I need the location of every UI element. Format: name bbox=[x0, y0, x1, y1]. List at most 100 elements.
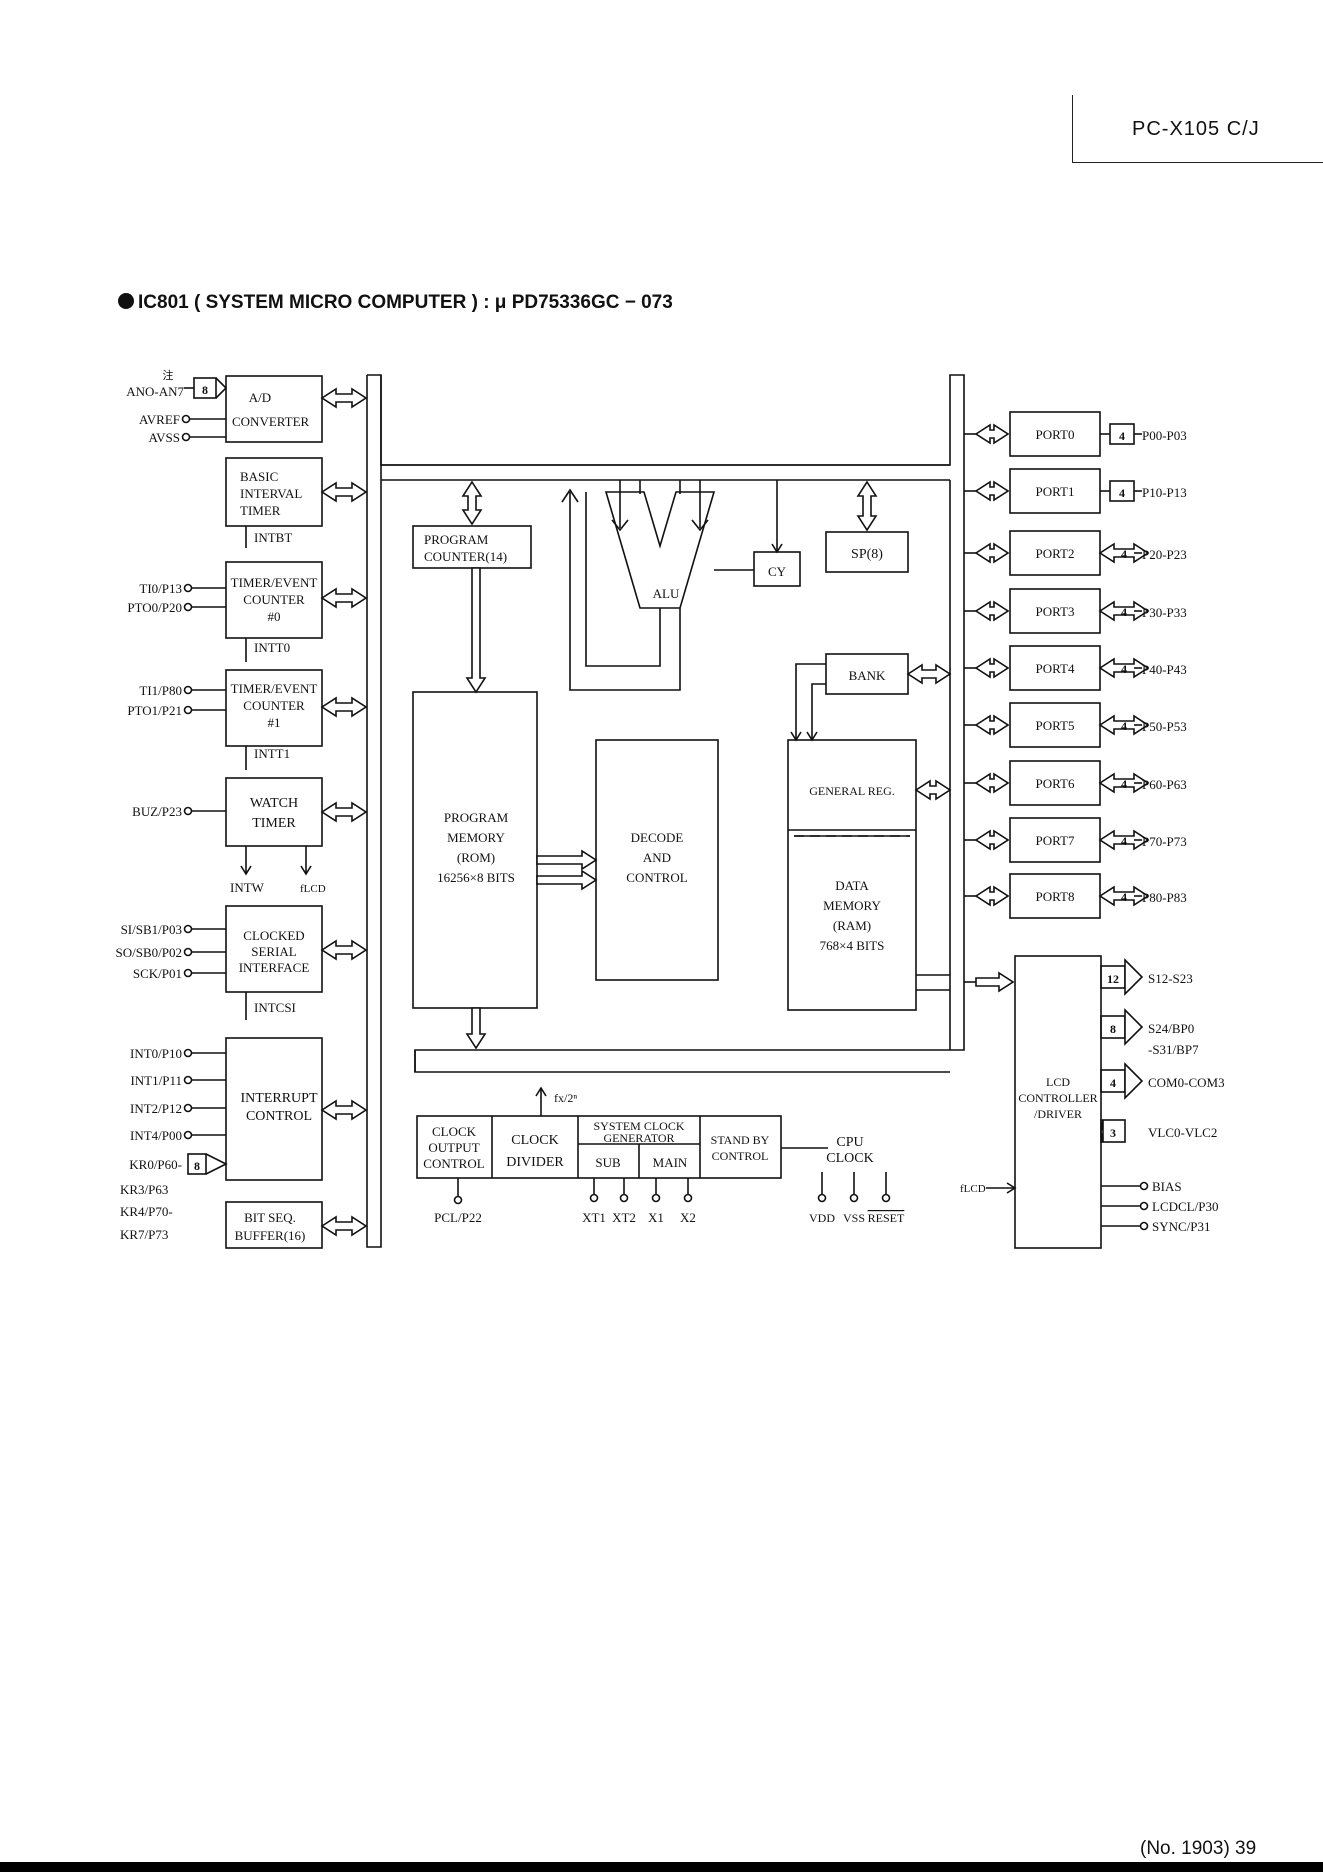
pin-kr3: KR3/P63 bbox=[120, 1182, 168, 1197]
diagram-label: CONTROL bbox=[423, 1156, 484, 1171]
timer-event-counter-1-block bbox=[225, 669, 323, 747]
diagram-label: PROGRAM bbox=[424, 532, 489, 547]
pin-sck-terminal bbox=[183, 968, 193, 978]
diagram-label: CPU bbox=[836, 1135, 863, 1150]
port-pins-2: P20-P23 bbox=[1142, 547, 1187, 562]
lcd-output-arrow bbox=[1124, 1062, 1144, 1100]
diagram-label: OUTPUT bbox=[428, 1140, 479, 1155]
diagram-label: 768×4 BITS bbox=[820, 938, 885, 953]
lcd-pin-terminal-0 bbox=[1139, 1181, 1149, 1191]
diagram-label: 4 bbox=[1110, 1076, 1116, 1090]
lcd-flcd-signal: fLCD bbox=[960, 1183, 986, 1195]
kr-width-box bbox=[187, 1153, 207, 1175]
diagram-label: #0 bbox=[268, 609, 281, 624]
port-width-5: 4 bbox=[1121, 719, 1127, 733]
csi-bus-arrow bbox=[320, 939, 368, 961]
bottom-rule bbox=[0, 1862, 1323, 1872]
pin-pto0: PTO0/P20 bbox=[127, 600, 182, 615]
alu-feedback bbox=[585, 492, 661, 667]
port-pin-arrow-3 bbox=[1098, 600, 1150, 622]
lcd-pin-0: BIAS bbox=[1152, 1179, 1182, 1194]
alu-label: ALU bbox=[653, 586, 680, 601]
pin-note: 注 bbox=[163, 368, 174, 382]
pin-ti1-terminal bbox=[183, 685, 193, 695]
title-text: IC801 ( SYSTEM MICRO COMPUTER ) : μ PD75… bbox=[138, 292, 673, 313]
diagram-label: INTERVAL bbox=[240, 486, 302, 501]
port-label-3: PORT3 bbox=[1036, 604, 1075, 619]
bsb-bus-arrow bbox=[320, 1215, 368, 1237]
pin-x1: X1 bbox=[648, 1210, 664, 1225]
bank-label: BANK bbox=[849, 668, 886, 683]
diagram-label: BASIC bbox=[240, 469, 278, 484]
general-reg-label: GENERAL REG. bbox=[809, 784, 895, 798]
pin-int2: INT2/P12 bbox=[130, 1101, 182, 1116]
diagram-label: COUNTER bbox=[243, 592, 305, 607]
pin-si-terminal bbox=[183, 924, 193, 934]
port-label-1: PORT1 bbox=[1036, 484, 1075, 499]
bus-arrow bbox=[215, 377, 228, 399]
pc-bus-arrow bbox=[461, 480, 483, 526]
pin-int1-terminal bbox=[183, 1075, 193, 1085]
diagram-label: GENERATOR bbox=[603, 1131, 674, 1145]
signal-intcsi: INTCSI bbox=[254, 1000, 296, 1015]
model-number: PC-X105 C/J bbox=[1132, 118, 1260, 140]
port-pins-0: P00-P03 bbox=[1142, 428, 1187, 443]
diagram-label: TIMER bbox=[240, 503, 281, 518]
diagram-label: CONVERTER bbox=[232, 414, 310, 429]
diagram-label: STAND BY bbox=[711, 1133, 770, 1147]
cy-label: CY bbox=[768, 564, 787, 579]
watch-bus-arrow bbox=[320, 801, 368, 823]
port-pin-arrow-7 bbox=[1098, 829, 1150, 851]
pin-avref-terminal bbox=[181, 414, 191, 424]
port-width-4: 4 bbox=[1121, 662, 1127, 676]
timer-event-counter-0-block bbox=[225, 561, 323, 639]
diagram-label: (RAM) bbox=[833, 918, 871, 933]
port-bus-arrow-8 bbox=[974, 885, 1010, 907]
diagram-label: WATCH bbox=[250, 796, 298, 811]
pin-x1-terminal bbox=[651, 1193, 661, 1203]
signal-flcd: fLCD bbox=[300, 883, 326, 895]
diagram-label: 8 bbox=[194, 1159, 200, 1173]
lcd-output-arrow bbox=[1124, 958, 1144, 996]
port-pins-8: P80-P83 bbox=[1142, 890, 1187, 905]
lcd-pin-1: LCDCL/P30 bbox=[1152, 1199, 1218, 1214]
diagram-label: SUB bbox=[595, 1155, 621, 1170]
ad-converter-block bbox=[225, 375, 323, 443]
sp-label: SP(8) bbox=[851, 547, 883, 562]
port-pins-1: P10-P13 bbox=[1142, 485, 1187, 500]
pin-vdd-terminal bbox=[817, 1193, 827, 1203]
header-divider-vertical bbox=[1072, 95, 1073, 163]
diagram-label: MEMORY bbox=[447, 830, 505, 845]
port-pins-4: P40-P43 bbox=[1142, 662, 1187, 677]
pin-an: ANO-AN7 bbox=[126, 384, 184, 399]
lcd-output-3: VLC0-VLC2 bbox=[1148, 1125, 1217, 1140]
diagram-label: MEMORY bbox=[823, 898, 881, 913]
pin-int4-terminal bbox=[183, 1130, 193, 1140]
header-divider-horizontal bbox=[1072, 162, 1323, 163]
diagram-label: INTERFACE bbox=[239, 960, 310, 975]
port-pin-arrow-4 bbox=[1098, 657, 1150, 679]
port-pins-7: P70-P73 bbox=[1142, 834, 1187, 849]
diagram-label: DECODE bbox=[631, 830, 684, 845]
diagram-label: SERIAL bbox=[251, 944, 297, 959]
port-pins-3: P30-P33 bbox=[1142, 605, 1187, 620]
genreg-bus-arrow bbox=[914, 779, 952, 801]
wire bbox=[691, 519, 709, 532]
pin-int0-terminal bbox=[183, 1048, 193, 1058]
alu-shape bbox=[604, 491, 716, 609]
pc-to-rom-arrow bbox=[465, 567, 487, 694]
watch-timer-block bbox=[225, 777, 323, 847]
port-pins-5: P50-P53 bbox=[1142, 719, 1187, 734]
rom-to-decode-arrow bbox=[536, 849, 598, 871]
pin-int4: INT4/P00 bbox=[130, 1128, 182, 1143]
lcd-output-0: S12-S23 bbox=[1148, 971, 1193, 986]
pin-int1: INT1/P11 bbox=[130, 1073, 182, 1088]
rom-to-decode-arrow bbox=[536, 869, 598, 891]
pin-ti0: TI0/P13 bbox=[139, 581, 182, 596]
pin-pto1-terminal bbox=[183, 705, 193, 715]
pin-so: SO/SB0/P02 bbox=[116, 945, 182, 960]
intr-bus-arrow bbox=[320, 1099, 368, 1121]
page-number: (No. 1903) 39 bbox=[1140, 1838, 1257, 1859]
pin-kr7: KR7/P73 bbox=[120, 1227, 168, 1242]
lcd-pin-terminal-1 bbox=[1139, 1201, 1149, 1211]
